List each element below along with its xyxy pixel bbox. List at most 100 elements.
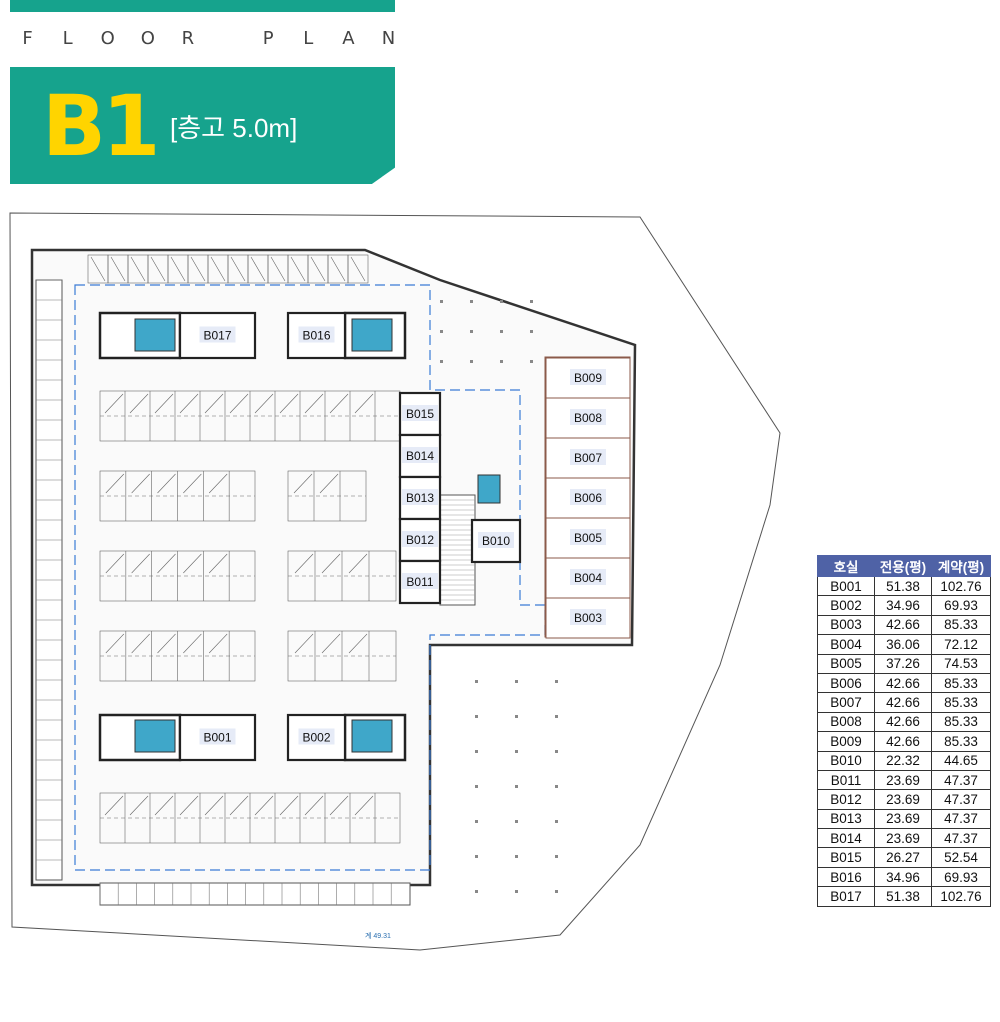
unit-label: B003 bbox=[574, 611, 602, 625]
table-cell: B008 bbox=[817, 711, 875, 733]
table-cell: B007 bbox=[817, 692, 875, 713]
table-cell: 34.96 bbox=[874, 866, 932, 888]
unit-b005: B005 bbox=[545, 517, 631, 559]
unit-b015: B015 bbox=[398, 391, 442, 437]
unit-label: B016 bbox=[302, 329, 330, 343]
table-cell: 85.33 bbox=[931, 731, 991, 752]
table-cell: 52.54 bbox=[931, 847, 991, 868]
table-cell: B014 bbox=[817, 828, 875, 849]
plan-letter: L bbox=[303, 28, 314, 49]
table-cell: 51.38 bbox=[874, 575, 932, 597]
table-cell: 34.96 bbox=[874, 595, 932, 616]
unit-label: B017 bbox=[203, 329, 231, 343]
table-cell: 85.33 bbox=[931, 711, 991, 733]
table-cell: 72.12 bbox=[931, 634, 991, 655]
table-cell: 36.06 bbox=[874, 634, 932, 655]
top-accent-bar bbox=[10, 0, 395, 12]
core-bottom-left bbox=[98, 713, 182, 762]
unit-b010: B010 bbox=[470, 518, 522, 564]
unit-label: B001 bbox=[203, 731, 231, 745]
unit-label: B006 bbox=[574, 491, 602, 505]
elevator-core-center bbox=[477, 474, 501, 504]
unit-label: B004 bbox=[574, 571, 602, 585]
unit-label: B011 bbox=[406, 575, 433, 589]
table-cell: 42.66 bbox=[874, 614, 932, 636]
table-cell: 47.37 bbox=[931, 769, 991, 791]
table-header-cell: 전용(평) bbox=[874, 555, 932, 577]
table-cell: 42.66 bbox=[874, 692, 932, 713]
unit-b004: B004 bbox=[545, 557, 631, 599]
unit-b009: B009 bbox=[545, 357, 631, 399]
unit-b008: B008 bbox=[545, 397, 631, 439]
table-cell: 69.93 bbox=[931, 595, 991, 616]
unit-label: B008 bbox=[574, 411, 602, 425]
plan-letter: N bbox=[381, 28, 396, 49]
table-cell: 102.76 bbox=[931, 575, 991, 597]
total-area-label: 계 49.31 bbox=[365, 931, 391, 940]
table-cell: B004 bbox=[817, 634, 875, 655]
table-cell: 23.69 bbox=[874, 769, 932, 791]
floor-code: B1 bbox=[42, 77, 161, 175]
unit-label: B013 bbox=[406, 491, 434, 505]
unit-b002: B002 bbox=[286, 713, 347, 762]
table-cell: 23.69 bbox=[874, 828, 932, 849]
unit-b006: B006 bbox=[545, 477, 631, 519]
table-cell: B002 bbox=[817, 595, 875, 616]
unit-label: B014 bbox=[406, 449, 434, 463]
unit-b011: B011 bbox=[398, 559, 442, 605]
unit-b012: B012 bbox=[398, 517, 442, 563]
floor-height: [층고 5.0m] bbox=[170, 113, 298, 143]
table-cell: 74.53 bbox=[931, 653, 991, 674]
table-cell: B009 bbox=[817, 731, 875, 752]
unit-label: B002 bbox=[302, 731, 330, 745]
table-cell: 51.38 bbox=[874, 886, 932, 907]
core-top-right bbox=[343, 311, 407, 360]
table-cell: 42.66 bbox=[874, 731, 932, 752]
table-cell: B011 bbox=[817, 769, 875, 791]
table-cell: 47.37 bbox=[931, 828, 991, 849]
plan-letter: R bbox=[181, 28, 195, 49]
unit-b014: B014 bbox=[398, 433, 442, 479]
unit-label: B012 bbox=[406, 533, 434, 547]
table-cell: 85.33 bbox=[931, 692, 991, 713]
table-header-cell: 계약(평) bbox=[931, 555, 991, 577]
core-top-left bbox=[98, 311, 182, 360]
table-cell: 85.33 bbox=[931, 672, 991, 694]
unit-b007: B007 bbox=[545, 437, 631, 479]
table-cell: B015 bbox=[817, 847, 875, 868]
table-cell: 37.26 bbox=[874, 653, 932, 674]
table-cell: 23.69 bbox=[874, 808, 932, 830]
table-cell: 42.66 bbox=[874, 711, 932, 733]
unit-label: B009 bbox=[574, 371, 602, 385]
table-cell: 26.27 bbox=[874, 847, 932, 868]
table-cell: 47.37 bbox=[931, 789, 991, 810]
table-cell: 42.66 bbox=[874, 672, 932, 694]
plan-letter: O bbox=[100, 28, 115, 49]
table-cell: 47.37 bbox=[931, 808, 991, 830]
unit-label: B015 bbox=[406, 407, 434, 421]
core-bottom-right bbox=[343, 713, 407, 762]
plan-letter bbox=[219, 28, 238, 56]
table-cell: 69.93 bbox=[931, 866, 991, 888]
table-cell: 102.76 bbox=[931, 886, 991, 907]
plan-letter: P bbox=[262, 28, 274, 49]
unit-b001: B001 bbox=[178, 713, 257, 762]
table-cell: B017 bbox=[817, 886, 875, 907]
